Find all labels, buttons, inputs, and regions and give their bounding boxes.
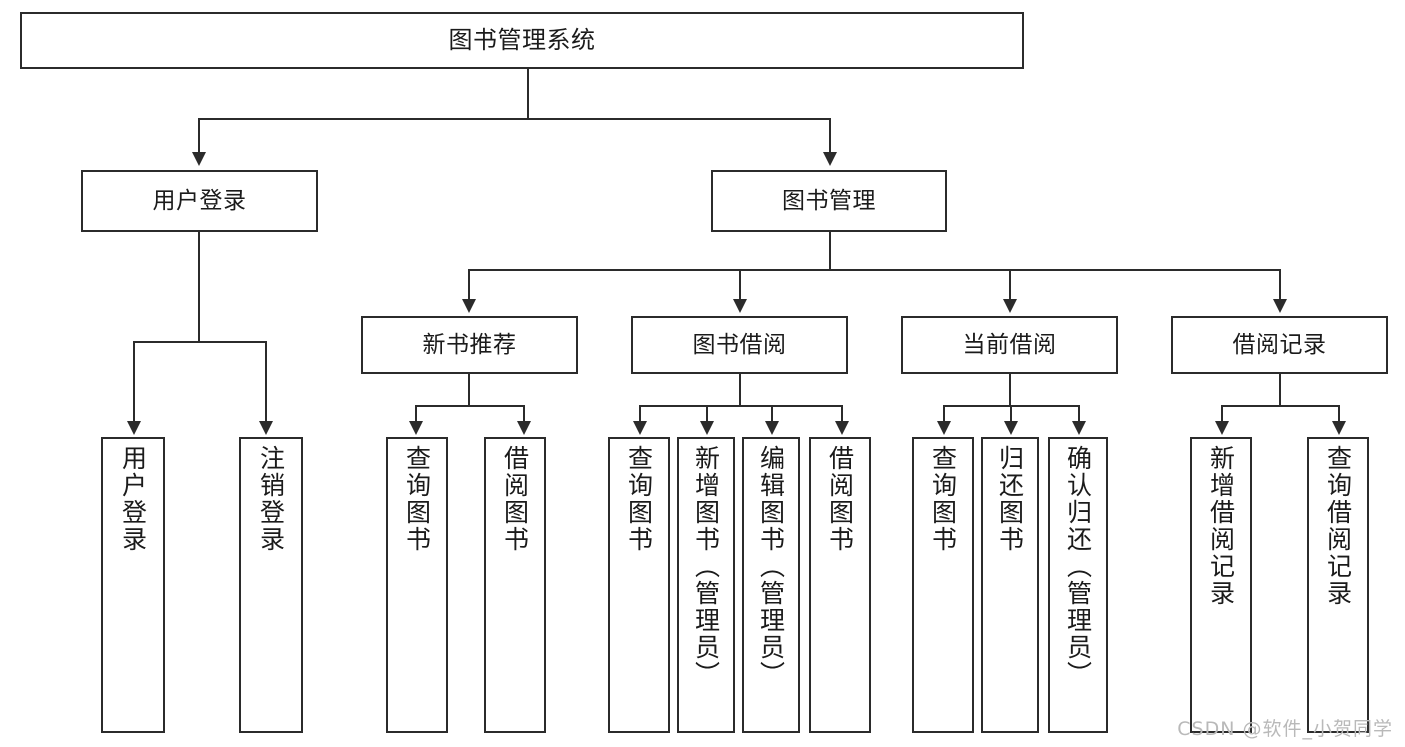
connector-book-borrow-stem [739, 374, 741, 406]
node-current-borrow[interactable]: 当前借阅 [901, 316, 1118, 374]
node-leaf-logout-login[interactable]: 注销登录 [239, 437, 303, 733]
node-label: 借阅记录 [1232, 331, 1327, 358]
connector-user-login-bus [133, 341, 265, 343]
connector-drop-leaf-borrow-book-1 [523, 405, 525, 423]
arrow-leaf-borrow-book-2 [835, 421, 849, 435]
connector-drop-leaf-user-login [133, 341, 135, 423]
node-label: 注销登录 [256, 445, 286, 553]
node-label: 图书管理 [782, 187, 876, 214]
connector-drop-leaf-add-borrow-record [1221, 405, 1223, 423]
connector-drop-book-management [829, 118, 831, 154]
node-leaf-borrow-book-2[interactable]: 借阅图书 [809, 437, 871, 733]
csdn-watermark: CSDN @软件_小贺同学 [1177, 718, 1393, 740]
node-label: 图书管理系统 [448, 25, 596, 54]
connector-drop-book-borrow [739, 269, 741, 301]
node-label: 查询图书 [624, 445, 654, 553]
node-book-borrow[interactable]: 图书借阅 [631, 316, 848, 374]
arrow-leaf-logout-login [259, 421, 273, 435]
arrow-leaf-edit-book-admin [765, 421, 779, 435]
arrow-book-borrow [733, 299, 747, 313]
connector-drop-leaf-add-book-admin [706, 405, 708, 423]
node-label: 用户登录 [152, 187, 247, 214]
connector-drop-leaf-confirm-return-admin [1078, 405, 1080, 423]
node-leaf-query-book-1[interactable]: 查询图书 [386, 437, 448, 733]
node-leaf-return-book[interactable]: 归还图书 [981, 437, 1039, 733]
connector-level3-bus [468, 269, 1279, 271]
arrow-current-borrow [1003, 299, 1017, 313]
connector-drop-leaf-logout-login [265, 341, 267, 423]
connector-current-borrow-stem [1009, 374, 1011, 406]
node-leaf-user-login[interactable]: 用户登录 [101, 437, 165, 733]
connector-drop-leaf-return-book [1010, 405, 1012, 423]
arrow-leaf-user-login [127, 421, 141, 435]
connector-root-stem [527, 69, 529, 119]
connector-drop-leaf-query-book-2 [639, 405, 641, 423]
connector-user-login-stem [198, 232, 200, 342]
node-label: 借阅图书 [825, 445, 855, 553]
connector-drop-leaf-edit-book-admin [771, 405, 773, 423]
node-leaf-add-book-admin[interactable]: 新增图书（管理员） [677, 437, 735, 733]
arrow-user-login [192, 152, 206, 166]
node-new-book-recommend[interactable]: 新书推荐 [361, 316, 578, 374]
connector-drop-leaf-borrow-book-2 [841, 405, 843, 423]
node-leaf-query-borrow-record[interactable]: 查询借阅记录 [1307, 437, 1369, 733]
node-root-system[interactable]: 图书管理系统 [20, 12, 1024, 69]
node-label: 确认归还（管理员） [1063, 445, 1093, 688]
connector-level2-bus [198, 118, 830, 120]
node-leaf-add-borrow-record[interactable]: 新增借阅记录 [1190, 437, 1252, 733]
connector-drop-leaf-query-book-3 [943, 405, 945, 423]
node-borrow-record[interactable]: 借阅记录 [1171, 316, 1388, 374]
node-label: 查询借阅记录 [1323, 445, 1353, 607]
connector-drop-current-borrow [1009, 269, 1011, 301]
arrow-new-book-recommend [462, 299, 476, 313]
node-label: 新增图书（管理员） [691, 445, 721, 688]
node-book-management[interactable]: 图书管理 [711, 170, 947, 232]
node-label: 用户登录 [118, 445, 148, 553]
arrow-leaf-confirm-return-admin [1072, 421, 1086, 435]
arrow-leaf-borrow-book-1 [517, 421, 531, 435]
node-leaf-edit-book-admin[interactable]: 编辑图书（管理员） [742, 437, 800, 733]
arrow-leaf-return-book [1004, 421, 1018, 435]
arrow-leaf-query-book-1 [409, 421, 423, 435]
connector-new-book-recommend-bus [415, 405, 523, 407]
node-leaf-query-book-2[interactable]: 查询图书 [608, 437, 670, 733]
node-leaf-confirm-return-admin[interactable]: 确认归还（管理员） [1048, 437, 1108, 733]
node-label: 图书借阅 [692, 331, 787, 358]
arrow-leaf-query-book-2 [633, 421, 647, 435]
arrow-leaf-query-book-3 [937, 421, 951, 435]
connector-drop-leaf-query-borrow-record [1338, 405, 1340, 423]
connector-drop-leaf-query-book-1 [415, 405, 417, 423]
node-label: 当前借阅 [962, 331, 1057, 358]
connector-new-book-recommend-stem [468, 374, 470, 406]
node-user-login[interactable]: 用户登录 [81, 170, 318, 232]
connector-drop-user-login [198, 118, 200, 154]
arrow-leaf-query-borrow-record [1332, 421, 1346, 435]
node-label: 编辑图书（管理员） [756, 445, 786, 688]
connector-borrow-record-stem [1279, 374, 1281, 406]
connector-book-management-stem [829, 232, 831, 270]
connector-drop-new-book-recommend [468, 269, 470, 301]
arrow-leaf-add-book-admin [700, 421, 714, 435]
node-label: 查询图书 [928, 445, 958, 553]
arrow-leaf-add-borrow-record [1215, 421, 1229, 435]
node-label: 借阅图书 [500, 445, 530, 553]
arrow-book-management [823, 152, 837, 166]
node-label: 归还图书 [995, 445, 1025, 553]
node-leaf-query-book-3[interactable]: 查询图书 [912, 437, 974, 733]
arrow-borrow-record [1273, 299, 1287, 313]
connector-drop-borrow-record [1279, 269, 1281, 301]
node-label: 新书推荐 [422, 331, 517, 358]
node-label: 查询图书 [402, 445, 432, 553]
connector-borrow-record-bus [1221, 405, 1338, 407]
node-leaf-borrow-book-1[interactable]: 借阅图书 [484, 437, 546, 733]
connector-book-borrow-bus [639, 405, 841, 407]
node-label: 新增借阅记录 [1206, 445, 1236, 607]
